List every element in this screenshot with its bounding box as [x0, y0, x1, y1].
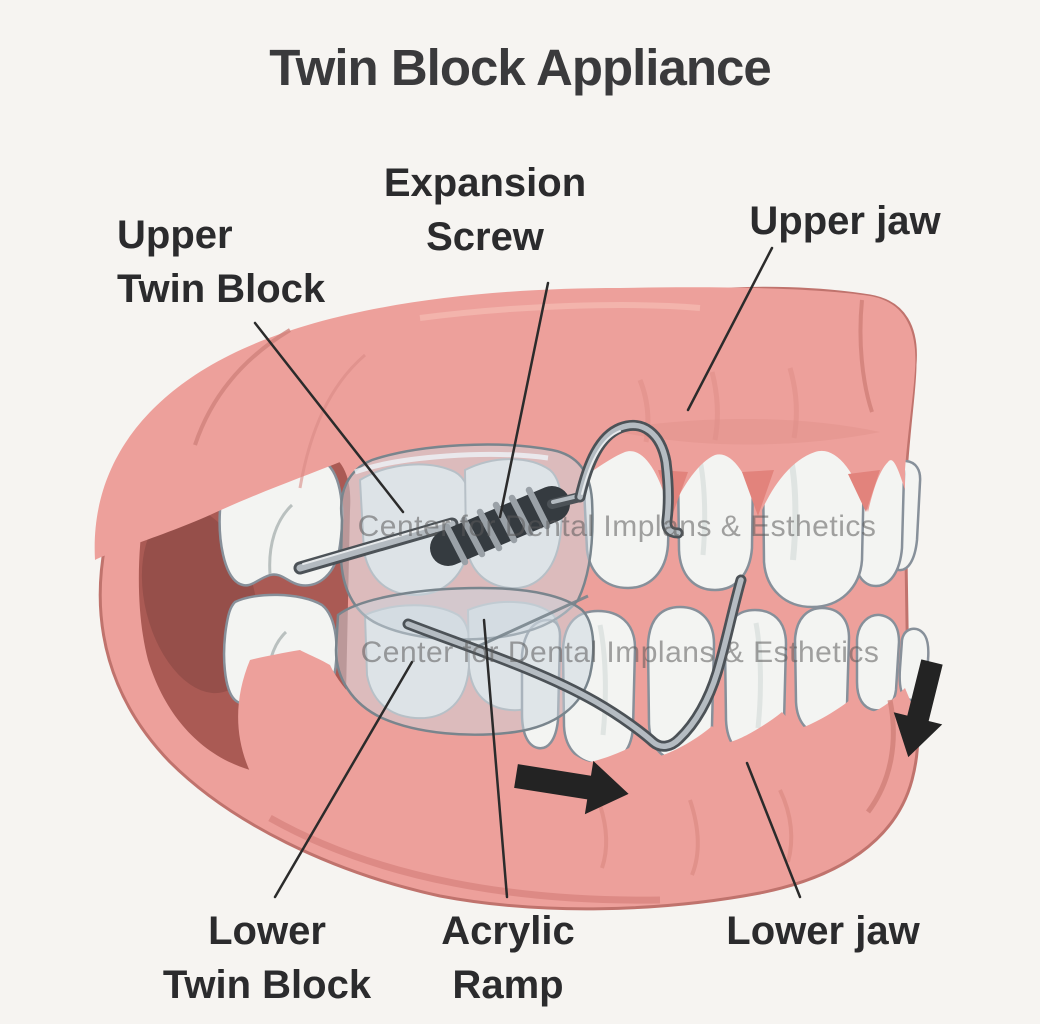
label-line: Ramp	[452, 963, 564, 1007]
label-lower-twin-block: Lower Twin Block	[163, 904, 371, 1012]
watermark-lower: Center for Dental Implans & Esthetics	[360, 636, 880, 669]
label-upper-twin-block: Upper Twin Block	[117, 208, 325, 316]
label-acrylic-ramp: Acrylic Ramp	[441, 904, 574, 1012]
label-line: Upper jaw	[749, 199, 941, 243]
screw-rod	[293, 517, 459, 575]
acrylic-ramp-edge	[469, 594, 589, 652]
label-lower-jaw: Lower jaw	[726, 904, 919, 958]
watermark-upper: Center for Dental Implans & Esthetics	[357, 510, 877, 543]
lower-bow-wire	[402, 574, 747, 752]
leader-lines	[253, 246, 802, 899]
label-line: Twin Block	[117, 267, 326, 311]
label-line: Lower jaw	[726, 909, 920, 953]
leader-upper-twin-block	[253, 321, 405, 514]
downward-arrow-icon	[893, 659, 943, 758]
upper-front-teeth	[581, 432, 922, 609]
leader-expansion-screw	[498, 281, 550, 519]
page-title: Twin Block Appliance	[269, 39, 771, 96]
leader-acrylic-ramp	[482, 618, 509, 899]
leader-upper-jaw	[686, 246, 774, 412]
label-upper-jaw: Upper jaw	[749, 194, 940, 248]
label-line: Upper	[117, 213, 233, 257]
label-line: Twin Block	[162, 963, 372, 1007]
label-line: Lower	[208, 909, 326, 953]
forward-arrow-icon	[514, 760, 629, 815]
gum-creases	[193, 299, 874, 489]
label-line: Acrylic	[441, 909, 575, 953]
leader-lower-twin-block	[273, 660, 414, 899]
label-expansion-screw: Expansion Screw	[384, 156, 586, 264]
labial-bow-wire	[574, 419, 684, 539]
label-line: Expansion	[383, 161, 587, 205]
label-line: Screw	[426, 215, 544, 259]
leader-lower-jaw	[745, 761, 802, 899]
